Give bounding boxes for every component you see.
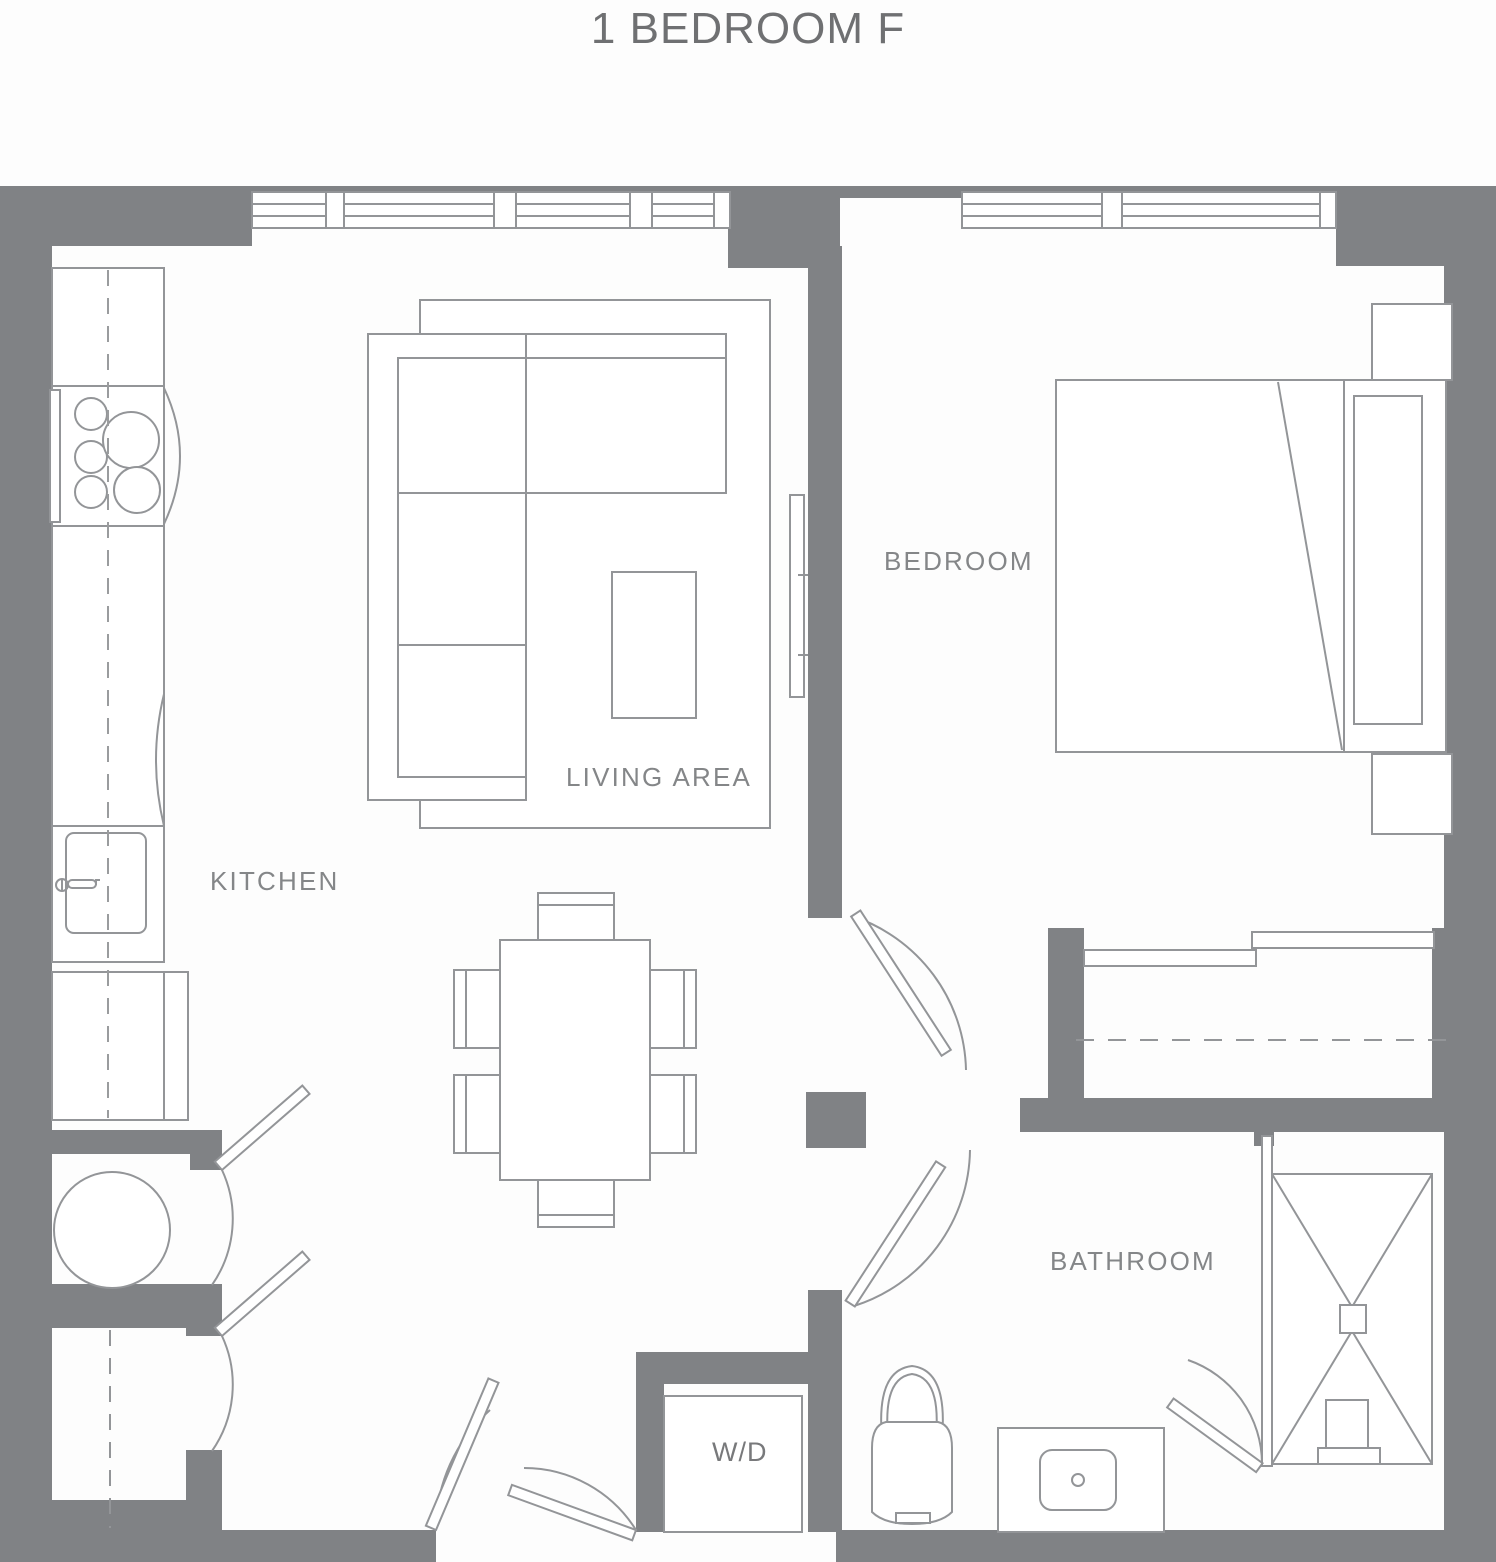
coffee-table bbox=[611, 571, 697, 719]
sofa-cushion-mid bbox=[397, 492, 527, 646]
bedroom-window-right bbox=[1121, 191, 1321, 229]
dining-chair-top bbox=[537, 892, 615, 941]
toilet-flush-plate bbox=[895, 1512, 931, 1524]
closet-door-panel-front bbox=[1083, 949, 1257, 967]
window-mullion bbox=[1101, 191, 1123, 229]
shower-door bbox=[1165, 1359, 1264, 1474]
toilet bbox=[871, 1364, 953, 1526]
dining-chair-right-lower bbox=[649, 1074, 697, 1154]
bathroom-door bbox=[844, 1149, 971, 1308]
sofa-cushion-low bbox=[397, 644, 527, 778]
pillow bbox=[1353, 395, 1423, 725]
door-group bbox=[211, 909, 1264, 1542]
appliance-label-washer-dryer: W/D bbox=[712, 1437, 768, 1467]
shower-drain bbox=[1339, 1304, 1367, 1334]
nightstand-upper bbox=[1371, 303, 1453, 381]
refrigerator bbox=[51, 971, 189, 1121]
bedroom-closet bbox=[1076, 931, 1452, 1041]
living-window-center-b bbox=[515, 191, 631, 229]
closet-door-upper bbox=[211, 1084, 311, 1286]
living-window-center bbox=[343, 191, 495, 229]
oven-door-swing bbox=[163, 387, 181, 525]
entry-closets bbox=[53, 1171, 171, 1528]
washer-dryer-unit bbox=[663, 1395, 803, 1533]
closet-door-lower bbox=[211, 1250, 311, 1452]
closet-door-panel-back bbox=[1251, 931, 1435, 949]
range-controls bbox=[49, 389, 61, 523]
bathroom-fixtures bbox=[871, 1135, 1433, 1533]
window-mullion bbox=[325, 191, 345, 229]
shower-bench-base bbox=[1317, 1447, 1381, 1465]
dining-table bbox=[499, 939, 651, 1181]
dining-set bbox=[453, 892, 697, 1228]
bedroom-fixtures bbox=[1055, 303, 1453, 1041]
bedroom-door bbox=[849, 909, 967, 1071]
room-label-kitchen: KITCHEN bbox=[210, 866, 340, 896]
wd-closet-door bbox=[506, 1466, 638, 1542]
sink-drain bbox=[1071, 1473, 1085, 1487]
window-mullion bbox=[1319, 191, 1337, 229]
living-fixtures bbox=[367, 299, 808, 829]
dining-chair-bottom bbox=[537, 1179, 615, 1228]
vanity bbox=[997, 1427, 1165, 1533]
window-mullion bbox=[713, 191, 731, 229]
counter-curve bbox=[155, 693, 165, 827]
room-label-bedroom: BEDROOM bbox=[884, 546, 1034, 576]
bedroom-window-left bbox=[961, 191, 1103, 229]
entry-door bbox=[424, 1377, 500, 1532]
window-mullion bbox=[493, 191, 517, 229]
wall-structure bbox=[0, 186, 1496, 1562]
dining-chair-left-upper bbox=[453, 969, 501, 1049]
faucet bbox=[55, 878, 100, 892]
nightstand-lower bbox=[1371, 753, 1453, 835]
dining-chair-left-lower bbox=[453, 1074, 501, 1154]
living-window-right bbox=[651, 191, 715, 229]
kitchen-sink bbox=[65, 832, 147, 934]
kitchen-fixtures bbox=[49, 267, 189, 1121]
living-window-left bbox=[251, 191, 327, 229]
room-label-living-area: LIVING AREA bbox=[566, 762, 753, 792]
closet-round-item bbox=[53, 1171, 171, 1289]
shower-glass-panel bbox=[1261, 1135, 1273, 1467]
dining-chair-right-upper bbox=[649, 969, 697, 1049]
window-group bbox=[251, 191, 1337, 229]
shower-stall bbox=[1261, 1135, 1433, 1467]
window-mullion bbox=[629, 191, 653, 229]
sofa-cushion-corner bbox=[397, 357, 527, 494]
bed-blanket-fold bbox=[1277, 381, 1343, 751]
page-title: 1 BEDROOM F bbox=[590, 4, 906, 53]
room-label-bathroom: BATHROOM bbox=[1050, 1246, 1216, 1276]
media-console bbox=[789, 494, 808, 698]
shower-bench bbox=[1325, 1399, 1369, 1451]
sofa-cushion-right bbox=[525, 357, 727, 494]
